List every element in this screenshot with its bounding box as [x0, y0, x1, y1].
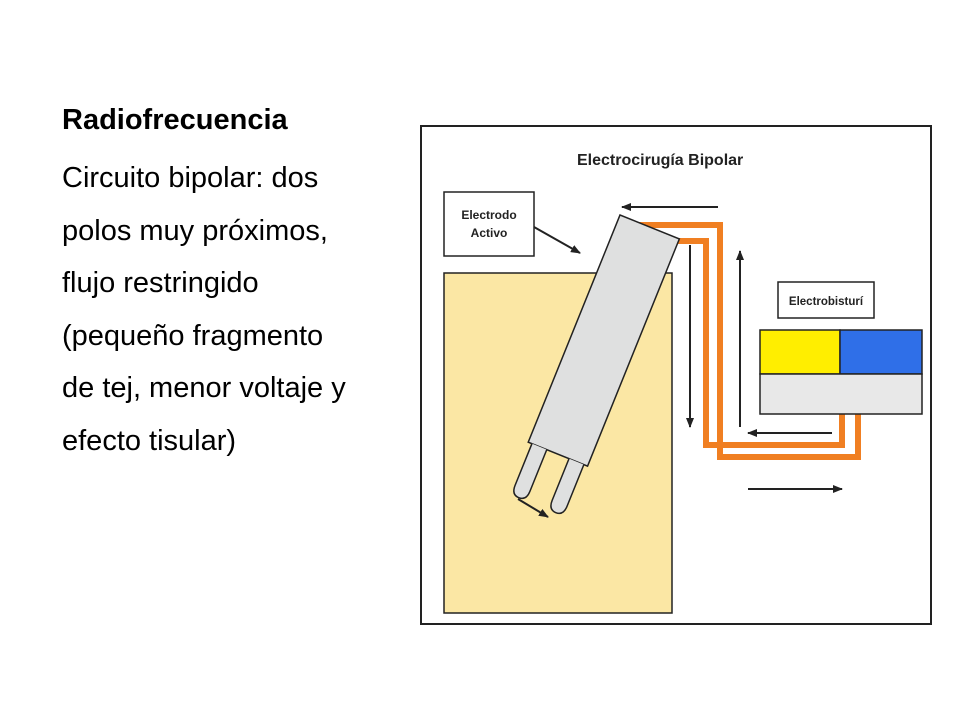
cable-inner: [636, 238, 845, 448]
arrow-tip-current: [517, 498, 549, 518]
active-electrode-label-line2: Activo: [471, 226, 508, 240]
active-electrode-label-line1: Electrodo: [461, 208, 516, 222]
active-electrode-label-box: [443, 191, 535, 257]
diagram-canvas: Electrocirugía Bipolar Electrodo Activo …: [443, 152, 923, 614]
generator-base: [759, 373, 923, 415]
cable-bundle: [622, 222, 861, 460]
electrode-tip-left: [513, 443, 548, 500]
generator-panel-blue: [839, 329, 923, 375]
slide-title: Radiofrecuencia: [62, 104, 288, 136]
slide-text-block: Radiofrecuencia Circuito bipolar: dos po…: [62, 100, 362, 467]
electrode-handle: [527, 214, 681, 468]
generator-panel-yellow: [759, 329, 841, 375]
electrode-tip-right: [550, 458, 585, 515]
slide-body-text: Circuito bipolar: dos polos muy próximos…: [62, 162, 346, 457]
generator-label: Electrobisturí: [789, 296, 864, 308]
active-electrode-pointer-arrow: [533, 226, 581, 254]
current-flow-arrows: [517, 203, 843, 518]
bipolar-electrosurgery-diagram: Electrocirugía Bipolar Electrodo Activo …: [420, 125, 932, 625]
diagram-title: Electrocirugía Bipolar: [577, 152, 743, 169]
active-electrode: [513, 214, 681, 515]
generator-label-box: [777, 281, 875, 319]
cable-outer: [622, 222, 861, 460]
